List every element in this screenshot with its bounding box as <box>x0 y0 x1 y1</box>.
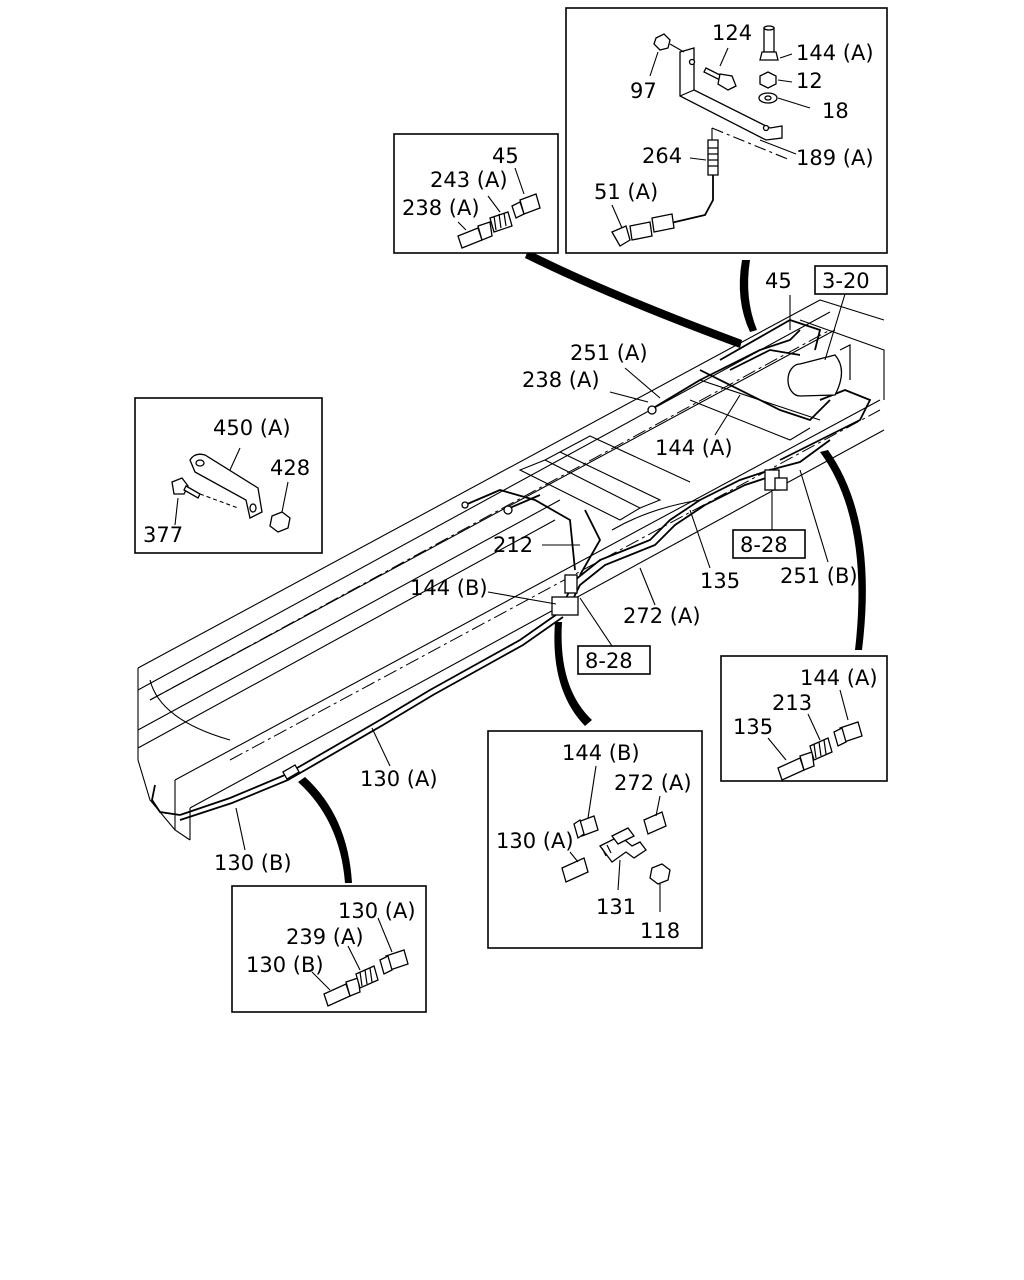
label-272a-main: 272 (A) <box>623 604 701 628</box>
label-238a-main: 238 (A) <box>522 368 600 392</box>
label-189a: 189 (A) <box>796 146 874 170</box>
label-144a-r: 144 (A) <box>800 666 878 690</box>
label-135-main: 135 <box>700 569 740 593</box>
ref-box-8-28-right: 8-28 <box>732 492 806 559</box>
label-428: 428 <box>270 456 310 480</box>
label-239a: 239 (A) <box>286 925 364 949</box>
label-12: 12 <box>796 69 823 93</box>
label-144b-main: 144 (B) <box>410 576 488 600</box>
label-131: 131 <box>596 895 636 919</box>
callout-top-right: 124 144 (A) 97 12 18 264 189 (A) 51 (A) <box>565 7 888 254</box>
label-118: 118 <box>640 919 680 943</box>
brake-lines <box>151 319 872 821</box>
label-144b-bc: 144 (B) <box>562 741 640 765</box>
label-51a: 51 (A) <box>594 180 658 204</box>
label-45-main: 45 <box>765 269 792 293</box>
label-213: 213 <box>772 691 812 715</box>
label-377: 377 <box>143 523 183 547</box>
label-144a-tr: 144 (A) <box>796 41 874 65</box>
label-238a-tl: 238 (A) <box>402 196 480 220</box>
label-130b-bl: 130 (B) <box>246 953 324 977</box>
ref-3-20: 3-20 <box>822 269 870 293</box>
main-labels: 45 251 (A) 238 (A) 144 (A) 212 144 (B) 1… <box>214 269 858 875</box>
label-450a: 450 (A) <box>213 416 291 440</box>
label-212-main: 212 <box>493 533 533 557</box>
ref-8-28-center: 8-28 <box>585 649 633 673</box>
label-251a-main: 251 (A) <box>570 341 648 365</box>
callout-right: 144 (A) 213 135 <box>720 655 888 782</box>
ref-box-8-28-center: 8-28 <box>577 597 651 675</box>
label-130a-bl: 130 (A) <box>338 899 416 923</box>
valve-block-right <box>764 469 788 491</box>
small-fittings <box>461 405 657 515</box>
label-135-r: 135 <box>733 715 773 739</box>
ref-8-28-right: 8-28 <box>740 533 788 557</box>
reservoir-tank <box>787 344 851 397</box>
label-124: 124 <box>712 21 752 45</box>
callout-arrows <box>298 250 866 883</box>
label-97: 97 <box>630 79 657 103</box>
label-130a-bc: 130 (A) <box>496 829 574 853</box>
label-130b-main: 130 (B) <box>214 851 292 875</box>
label-45-tl: 45 <box>492 144 519 168</box>
label-144a-main: 144 (A) <box>655 436 733 460</box>
label-243a: 243 (A) <box>430 168 508 192</box>
label-130a-main: 130 (A) <box>360 767 438 791</box>
callout-bottom-center: 144 (B) 272 (A) 130 (A) 131 118 <box>487 730 703 949</box>
ref-box-3-20: 3-20 <box>814 265 888 361</box>
callout-mid-left: 450 (A) 428 377 <box>134 397 323 554</box>
label-272a-bc: 272 (A) <box>614 771 692 795</box>
label-251b-main: 251 (B) <box>780 564 858 588</box>
callout-top-left: 45 243 (A) 238 (A) <box>393 133 559 254</box>
label-264: 264 <box>642 144 682 168</box>
valve-block-center <box>551 574 579 616</box>
chassis-frame <box>137 299 885 841</box>
fitting-230 <box>282 764 300 780</box>
label-18: 18 <box>822 99 849 123</box>
callout-bottom-left: 130 (A) 239 (A) 130 (B) <box>231 885 427 1013</box>
